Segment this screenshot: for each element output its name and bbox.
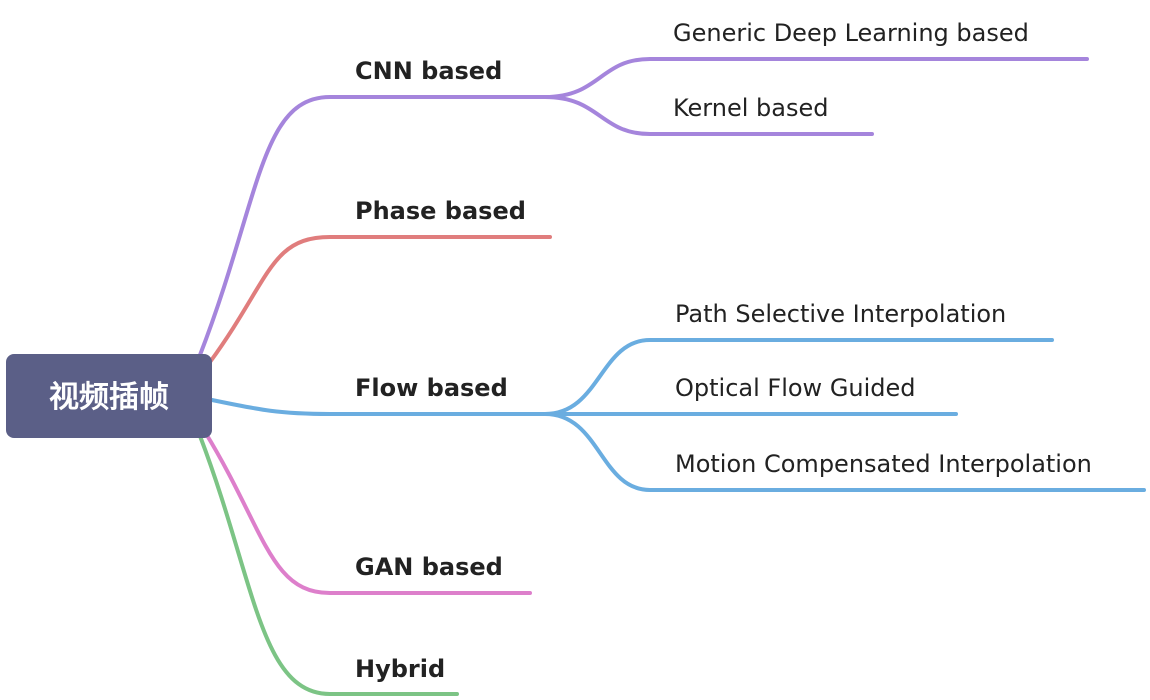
branch-gan-label[interactable]: GAN based	[355, 553, 503, 581]
edge-root-phase	[208, 235, 552, 364]
branch-cnn-label[interactable]: CNN based	[355, 57, 502, 85]
edge-cnn-kernel	[543, 95, 874, 136]
edge-cnn-generic	[543, 57, 1089, 99]
edge-flow-path	[543, 338, 1054, 416]
edge-root-flow	[210, 398, 547, 416]
branch-phase-label[interactable]: Phase based	[355, 197, 526, 225]
leaf-generic-deep-learning-label[interactable]: Generic Deep Learning based	[673, 19, 1029, 47]
leaf-path-selective-label[interactable]: Path Selective Interpolation	[675, 300, 1006, 328]
root-node[interactable]: 视频插帧	[6, 354, 212, 438]
branch-flow-label[interactable]: Flow based	[355, 374, 508, 402]
edge-flow-motion	[543, 412, 1146, 492]
root-node-box	[6, 354, 212, 438]
edge-root-hybrid	[198, 434, 459, 696]
leaf-optical-flow-label[interactable]: Optical Flow Guided	[675, 374, 916, 402]
leaf-kernel-label[interactable]: Kernel based	[673, 94, 828, 122]
root-node-label: 视频插帧	[49, 380, 169, 415]
branch-hybrid-label[interactable]: Hybrid	[355, 655, 445, 683]
edge-root-cnn	[198, 95, 547, 357]
edge-root-gan	[203, 430, 532, 595]
leaf-motion-compensated-label[interactable]: Motion Compensated Interpolation	[675, 450, 1092, 478]
